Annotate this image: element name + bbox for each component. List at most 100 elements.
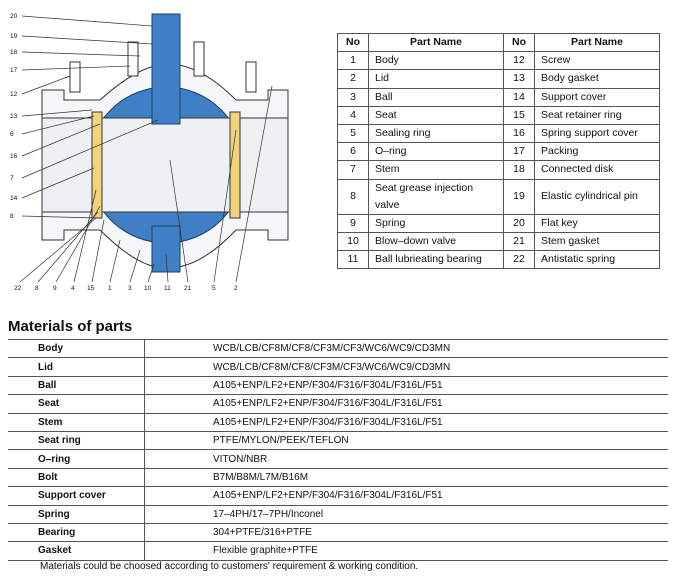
callout: 8 (35, 285, 39, 292)
material-spec: 17–4PH/17–7PH/Inconel (144, 504, 668, 524)
material-spec: 304+PTFE/316+PTFE (144, 522, 668, 543)
part-name: Flat key (534, 213, 660, 233)
callout: 10 (144, 285, 152, 292)
part-name: Support cover (534, 87, 660, 107)
part-no: 18 (503, 160, 535, 180)
part-no: 7 (337, 160, 369, 180)
part-name: Ball (368, 87, 504, 107)
bolt (245, 61, 257, 93)
part-name: Packing (534, 142, 660, 162)
part-name: Seat grease injection valve (368, 178, 504, 215)
part-name: Sealing ring (368, 123, 504, 144)
part-name: Antistatic spring (534, 249, 660, 270)
callout: 8 (10, 213, 14, 220)
lower-trunnion (151, 225, 181, 273)
seat-right (229, 111, 241, 219)
callout: 21 (184, 285, 192, 292)
part-no: 9 (337, 213, 369, 233)
header-no: No (337, 32, 369, 53)
part-no: 21 (503, 231, 535, 251)
material-spec: B7M/B8M/L7M/B16M (144, 467, 668, 488)
valve-cross-section-diagram: 20 19 18 17 12 13 6 16 7 14 8 22 8 9 4 1… (10, 13, 289, 292)
part-name: Body gasket (534, 69, 660, 89)
callout: 11 (164, 285, 171, 292)
material-spec: Flexible graphite+PTFE (144, 541, 668, 561)
part-no: 11 (337, 249, 369, 270)
part-name: Lid (368, 69, 504, 89)
part-no: 15 (503, 105, 535, 125)
part-no: 14 (503, 87, 535, 107)
part-no: 16 (503, 123, 535, 144)
bolt (193, 41, 205, 77)
callout: 15 (87, 285, 95, 292)
callout: 14 (10, 195, 18, 202)
material-spec: A105+ENP/LF2+ENP/F304/F316/F304L/F316L/F… (144, 394, 668, 414)
part-no: 20 (503, 213, 535, 233)
part-name: Seat retainer ring (534, 105, 660, 125)
part-name: O–ring (368, 142, 504, 162)
part-name: Connected disk (534, 160, 660, 180)
part-name: Ball lubrieating bearing (368, 249, 504, 270)
material-part: Support cover (8, 486, 145, 506)
material-spec: A105+ENP/LF2+ENP/F304/F316/F304L/F316L/F… (144, 412, 668, 432)
part-no: 19 (503, 178, 535, 215)
part-name: Screw (534, 51, 660, 71)
part-no: 3 (337, 87, 369, 107)
header-no: No (503, 32, 535, 53)
callout: 1 (108, 285, 112, 292)
part-no: 13 (503, 69, 535, 89)
callout: 17 (10, 67, 18, 74)
material-part: Bolt (8, 467, 145, 488)
part-no: 2 (337, 69, 369, 89)
callout: 4 (71, 285, 75, 292)
part-no: 17 (503, 142, 535, 162)
callout: 5 (212, 285, 216, 292)
callout: 6 (10, 131, 14, 138)
bolt (127, 41, 139, 77)
callout: 19 (10, 33, 18, 40)
materials-note: Materials could be choosed according to … (40, 561, 419, 572)
part-no: 1 (337, 51, 369, 71)
callout: 16 (10, 153, 18, 160)
callout: 20 (10, 13, 18, 20)
callout: 12 (10, 91, 18, 98)
part-name: Body (368, 51, 504, 71)
material-spec: VITON/NBR (144, 449, 668, 469)
part-no: 10 (337, 231, 369, 251)
materials-title: Materials of parts (8, 318, 133, 335)
material-part: O–ring (8, 449, 145, 469)
part-no: 6 (337, 142, 369, 162)
part-name: Spring support cover (534, 123, 660, 144)
material-part: Gasket (8, 541, 145, 561)
material-part: Seat (8, 394, 145, 414)
header-part-name: Part Name (534, 32, 660, 53)
table-header-row: No Part Name No Part Name (337, 32, 660, 53)
callout: 7 (10, 175, 14, 182)
part-name: Stem (368, 160, 504, 180)
callout: 18 (10, 49, 18, 56)
seat-left (91, 111, 103, 219)
material-part: Ball (8, 375, 145, 396)
callout: 22 (14, 285, 22, 292)
header-part-name: Part Name (368, 32, 504, 53)
bore (41, 117, 289, 213)
callout: 3 (128, 285, 132, 292)
